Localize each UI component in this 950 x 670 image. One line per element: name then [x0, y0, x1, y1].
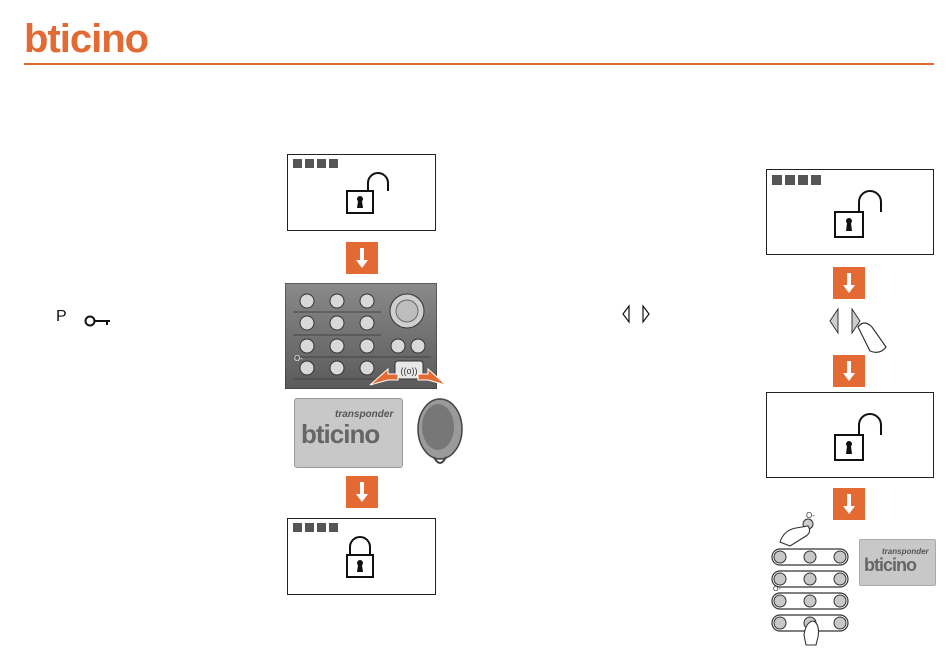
down-arrow-icon: [346, 242, 378, 274]
unlocked-padlock-icon: [288, 155, 435, 230]
display-screen-unlocked-3: [766, 392, 934, 478]
down-arrow-icon: [346, 476, 378, 508]
svg-text:O-: O-: [294, 354, 303, 363]
key-icon: [84, 315, 112, 327]
header-divider: [24, 63, 934, 65]
nav-keys-finger-icon: [826, 305, 890, 355]
locked-padlock-icon: [288, 519, 435, 594]
left-right-arrows-icon: [621, 304, 651, 324]
svg-text:O-: O-: [773, 586, 781, 593]
pointing-arrows-icon: [368, 365, 448, 389]
bticino-logo: bticino: [24, 18, 204, 58]
p-letter: P: [56, 308, 67, 326]
display-screen-unlocked-1: [287, 154, 436, 231]
display-screen-unlocked-2: [766, 169, 934, 255]
small-card-label-brand: bticino: [864, 555, 916, 576]
unlocked-padlock-icon: [767, 393, 933, 477]
small-transponder-card: transponder bticino: [859, 539, 936, 586]
down-arrow-icon: [833, 488, 865, 520]
unlocked-padlock-icon: [767, 170, 933, 254]
logo-text: bticino: [24, 18, 148, 58]
key-button-finger-icon: O-: [778, 508, 822, 548]
key-fob-icon: [414, 395, 466, 469]
display-screen-locked: [287, 518, 436, 595]
down-arrow-icon: [833, 355, 865, 387]
down-arrow-icon: [833, 267, 865, 299]
small-keypad: O-: [770, 545, 854, 647]
transponder-card: transponder bticino: [294, 398, 403, 468]
card-label-brand: bticino: [301, 419, 379, 450]
